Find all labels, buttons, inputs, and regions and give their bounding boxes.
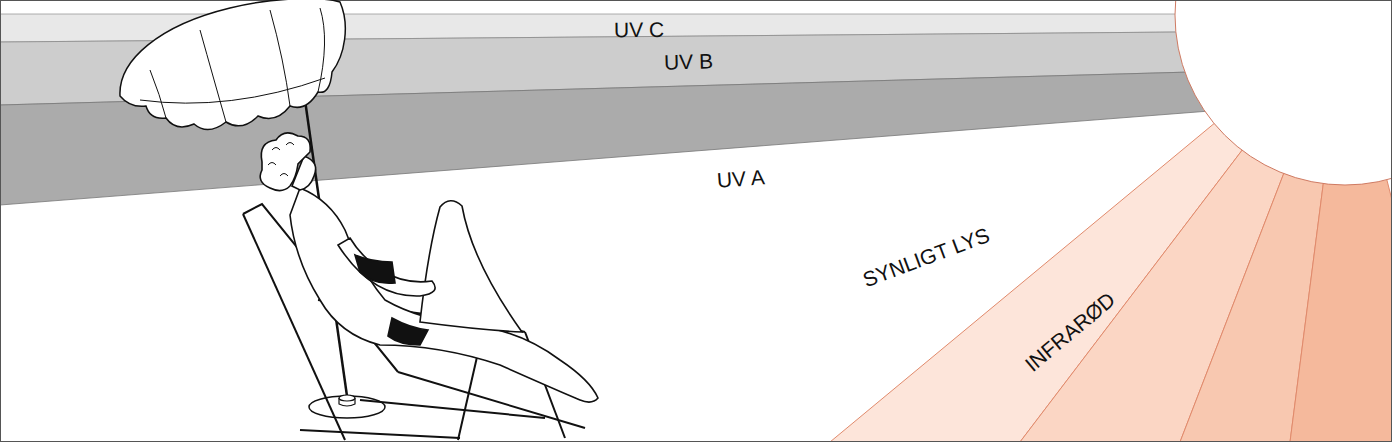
band-label: UV B — [664, 49, 717, 75]
spectrum-band: UV B — [660, 47, 721, 80]
woman — [260, 133, 598, 402]
band-label: SYNLIGT LYS — [860, 222, 996, 292]
spectrum-band: UV C — [609, 15, 670, 47]
spectrum-band: SYNLIGT LYS — [855, 218, 1001, 297]
spectrum-band: UV A — [712, 162, 772, 197]
band-label: UV A — [716, 165, 768, 193]
band-label: UV C — [613, 17, 666, 42]
sun — [1175, 0, 1392, 185]
